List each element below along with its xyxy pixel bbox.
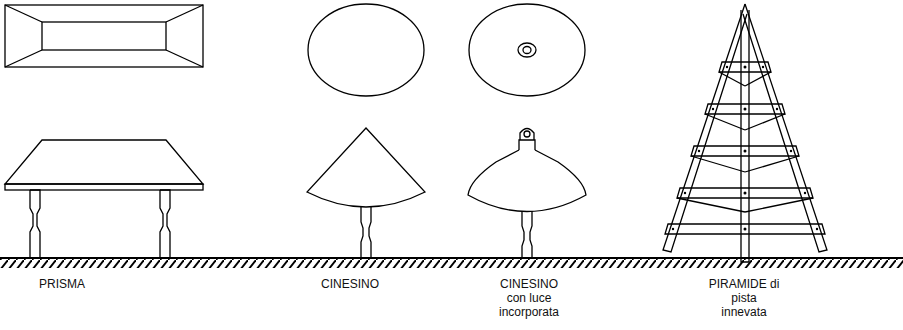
figure-label: CINESINO [305,277,395,291]
figure-label: CINESINO con luce incorporata [493,277,565,319]
figure-label: PIRAMIDE di pista innevata [708,277,780,319]
figure-label: PRISMA [17,277,107,291]
